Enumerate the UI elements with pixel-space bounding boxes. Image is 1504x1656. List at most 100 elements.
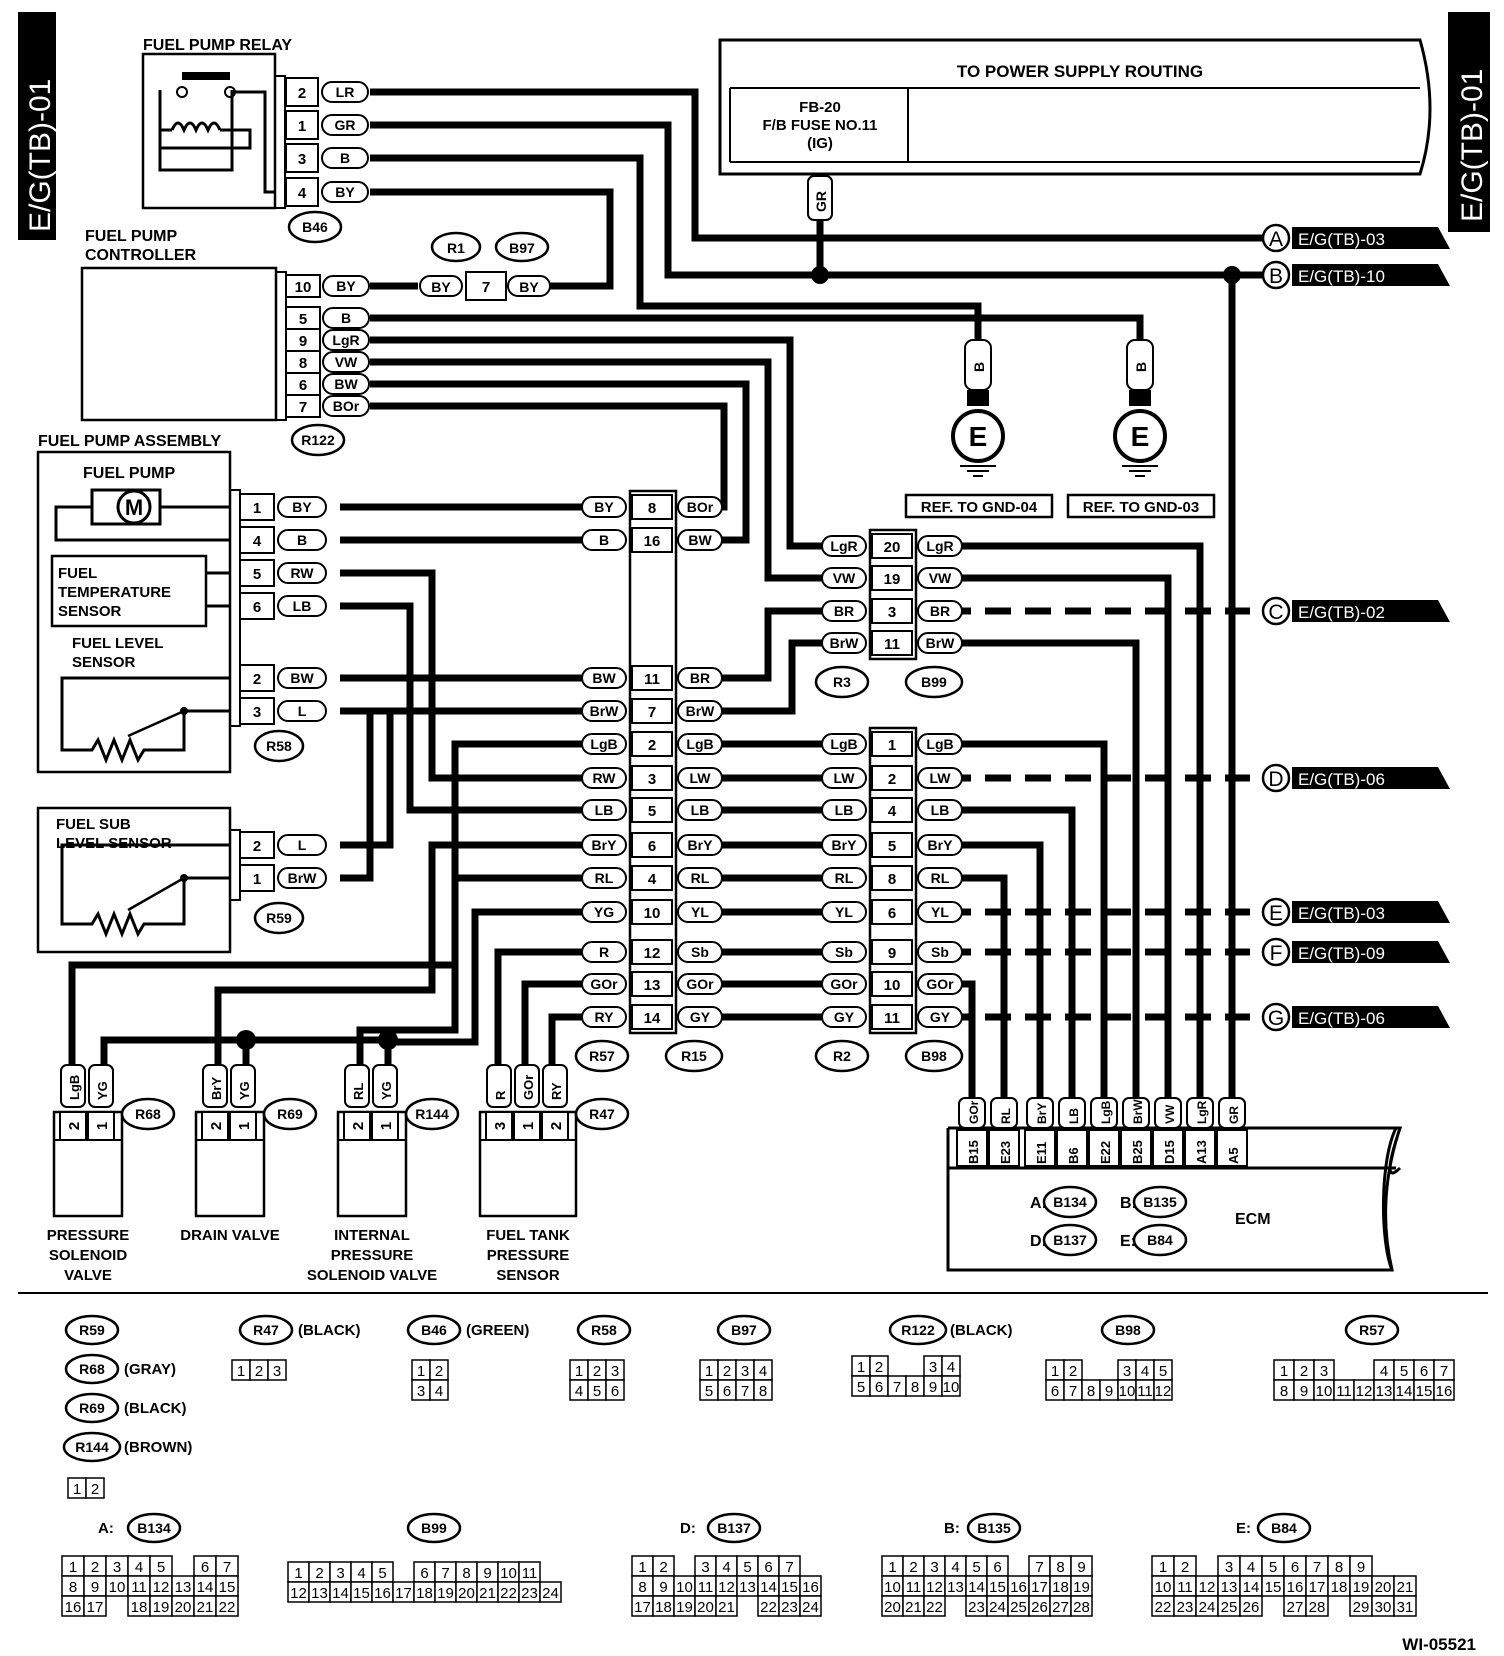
wire-color-tag xyxy=(917,867,963,889)
svg-text:GOr: GOr xyxy=(967,1100,981,1124)
svg-text:2: 2 xyxy=(350,1122,367,1130)
valve-connector-id xyxy=(120,1097,176,1131)
wire-color-tag xyxy=(581,901,627,923)
svg-text:17: 17 xyxy=(1031,1579,1048,1596)
legend-b135 xyxy=(966,1512,1022,1544)
wire-color-tag xyxy=(677,973,723,995)
wire-color-tag xyxy=(677,901,723,923)
fuse-line-1: FB-20 xyxy=(799,99,841,116)
fuse-line-3: (IG) xyxy=(807,135,833,152)
wire-color-tag xyxy=(277,595,327,617)
svg-text:10: 10 xyxy=(109,1579,126,1596)
svg-text:3: 3 xyxy=(1225,1559,1233,1576)
pin-box xyxy=(239,697,275,725)
svg-text:3: 3 xyxy=(417,1383,425,1400)
svg-text:GR: GR xyxy=(1227,1106,1241,1124)
legend-r58-label: R58 xyxy=(591,1322,617,1338)
pin-number: 14 xyxy=(644,1010,661,1027)
link-letter: F xyxy=(1270,942,1283,965)
link-letter: C xyxy=(1268,601,1283,624)
svg-text:13: 13 xyxy=(1376,1383,1393,1400)
svg-text:23: 23 xyxy=(1177,1599,1194,1616)
svg-text:9: 9 xyxy=(1300,1383,1308,1400)
wire-color-tag xyxy=(821,600,867,622)
svg-text:13: 13 xyxy=(739,1579,756,1596)
wire-color-tag xyxy=(917,535,963,557)
pin-number: 5 xyxy=(648,803,656,820)
svg-text:2: 2 xyxy=(91,1559,99,1576)
wire-color-label: BrW xyxy=(926,635,956,651)
pin-number: 6 xyxy=(253,599,261,616)
svg-text:17: 17 xyxy=(395,1585,412,1602)
connector-left-id xyxy=(814,665,870,699)
svg-text:6: 6 xyxy=(1051,1383,1059,1400)
pin-box xyxy=(631,527,673,553)
pin-number: 5 xyxy=(299,311,307,328)
legend-b99-label: B99 xyxy=(421,1520,447,1536)
ecm-legend-connector xyxy=(1042,1223,1098,1257)
wire-color-tag xyxy=(581,834,627,856)
wire-color-label: LgR xyxy=(926,538,953,554)
svg-text:6: 6 xyxy=(420,1565,428,1582)
wire-color-label: BY xyxy=(336,278,356,294)
wire-color-tag xyxy=(917,901,963,923)
svg-text:5: 5 xyxy=(1159,1363,1167,1380)
pin-box xyxy=(239,493,275,521)
wire-color-label: BrW xyxy=(590,703,620,719)
svg-text:3: 3 xyxy=(492,1122,509,1130)
pin-number: 12 xyxy=(644,945,661,962)
svg-text:5: 5 xyxy=(972,1559,980,1576)
wire-color-tag xyxy=(277,700,327,722)
pin-box xyxy=(871,598,913,624)
wire-color-label: BrW xyxy=(686,703,716,719)
wire-color-tag xyxy=(277,834,327,856)
svg-text:7: 7 xyxy=(223,1559,231,1576)
pin-number: 3 xyxy=(298,151,306,168)
wire-color-label: GOr xyxy=(590,976,618,992)
svg-text:7: 7 xyxy=(741,1383,749,1400)
svg-text:14: 14 xyxy=(760,1579,777,1596)
svg-text:YG: YG xyxy=(237,1081,252,1100)
wire-color-tag xyxy=(677,529,723,551)
svg-text:14: 14 xyxy=(332,1585,349,1602)
svg-text:18: 18 xyxy=(655,1599,672,1616)
legend-r122 xyxy=(888,1314,948,1346)
pin-box xyxy=(871,832,913,858)
pin-box xyxy=(631,832,673,858)
link-page: E/G(TB)-02 xyxy=(1298,603,1385,622)
svg-text:29: 29 xyxy=(1353,1599,1370,1616)
legend-b98-label: B98 xyxy=(1115,1322,1141,1338)
svg-text:10: 10 xyxy=(1316,1383,1333,1400)
svg-text:E:: E: xyxy=(1236,1520,1251,1537)
wire-color-label: GOr xyxy=(926,976,954,992)
legend-r59 xyxy=(64,1314,120,1346)
pin-number: 13 xyxy=(644,977,661,994)
pin-number: 5 xyxy=(253,566,261,583)
svg-text:5: 5 xyxy=(705,1383,713,1400)
wire-color-tag xyxy=(677,867,723,889)
pin-number: 5 xyxy=(888,838,896,855)
pin-box xyxy=(871,731,913,757)
wire-color-label: GY xyxy=(690,1009,711,1025)
svg-text:7: 7 xyxy=(482,279,490,296)
wire-color-tag xyxy=(581,496,627,518)
svg-text:5: 5 xyxy=(857,1379,865,1396)
pin-number: 8 xyxy=(299,355,307,372)
svg-text:1: 1 xyxy=(69,1559,77,1576)
svg-text:A:: A: xyxy=(98,1520,114,1537)
pin-box xyxy=(239,664,275,692)
svg-text:11: 11 xyxy=(906,1579,922,1596)
svg-text:4: 4 xyxy=(575,1383,583,1400)
link-page: E/G(TB)-06 xyxy=(1298,770,1385,789)
svg-text:6: 6 xyxy=(764,1559,772,1576)
svg-text:1: 1 xyxy=(417,1363,425,1380)
svg-text:3: 3 xyxy=(741,1363,749,1380)
svg-text:RL: RL xyxy=(351,1083,366,1100)
ecm-terminal: B6 xyxy=(1066,1147,1081,1164)
svg-text:7: 7 xyxy=(1440,1363,1448,1380)
svg-text:12: 12 xyxy=(153,1579,170,1596)
svg-text:21: 21 xyxy=(1397,1579,1414,1596)
svg-text:25: 25 xyxy=(1221,1599,1238,1616)
pin-number: 8 xyxy=(648,500,656,517)
